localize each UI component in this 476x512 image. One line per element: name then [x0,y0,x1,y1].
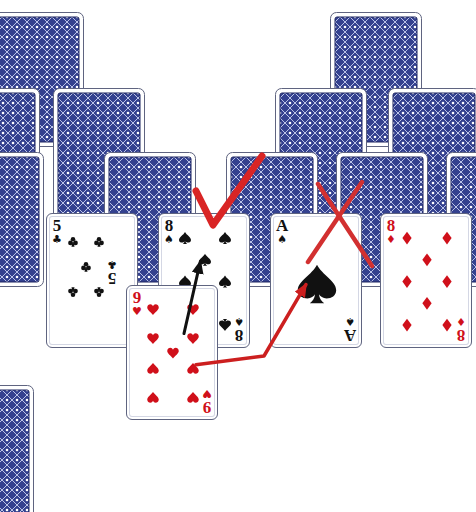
check-mark [196,156,262,225]
card-index: 5♣ [107,258,117,286]
card-index: 9♥ [132,290,142,318]
card-suit: ♣ [107,258,117,270]
suit-pip [147,392,159,403]
card-rank: A [344,327,356,343]
suit-pip [442,275,451,288]
cross-mark [308,182,372,266]
card-suit: ♠ [164,234,174,246]
suit-pip [219,319,231,331]
suit-pip [94,237,104,247]
card-rank: 5 [53,218,62,234]
card-index: 5♣ [52,218,62,246]
suit-pip [94,287,104,297]
card-back [0,153,44,287]
suit-pip [68,237,78,247]
suit-pip [68,287,78,297]
suit-pip [167,348,179,359]
playing-card: 8♦8♦ [380,213,472,348]
card-rank: 5 [108,270,117,286]
suit-pip [179,232,191,244]
card-suit: ♠ [277,234,287,246]
card-index: A♠ [344,315,356,343]
card-rank: 8 [165,218,174,234]
card-rank: A [276,218,288,234]
card-index: 9♥ [202,387,212,415]
card-rank: 8 [235,327,244,343]
suit-pip [147,304,159,315]
card-suit: ♣ [52,234,62,246]
suit-pip [402,232,411,245]
suit-pip [402,319,411,332]
card-rank: 8 [387,218,396,234]
suit-pip [147,333,159,344]
card-suit: ♥ [132,306,142,318]
card-suit: ♥ [202,387,212,399]
suit-pip [442,232,451,245]
move-arrow [196,285,306,365]
card-back [0,386,34,512]
suit-pip [422,297,431,310]
card-index: 8♠ [164,218,174,246]
card-suit: ♦ [456,315,466,327]
card-rank: 8 [457,327,466,343]
card-index: A♠ [276,218,288,246]
suit-pip [442,319,451,332]
card-index: 8♦ [456,315,466,343]
playing-card: 9♥9♥ [126,285,218,420]
card-index: 8♠ [234,315,244,343]
card-rank: 9 [133,290,142,306]
card-suit: ♠ [345,315,355,327]
suit-pip [402,275,411,288]
card-suit: ♦ [386,234,396,246]
suit-pip [298,265,336,303]
suit-pip [219,276,231,288]
suit-pip [187,392,199,403]
playing-card: 5♣5♣ [46,213,138,348]
suit-pip [219,232,231,244]
suit-pip [147,363,159,374]
suit-pip [187,333,199,344]
card-suit: ♠ [234,315,244,327]
suit-pip [422,253,431,266]
move-arrow [184,262,200,334]
card-index: 8♦ [386,218,396,246]
card-rank: 9 [203,399,212,415]
suit-pip [81,262,91,272]
